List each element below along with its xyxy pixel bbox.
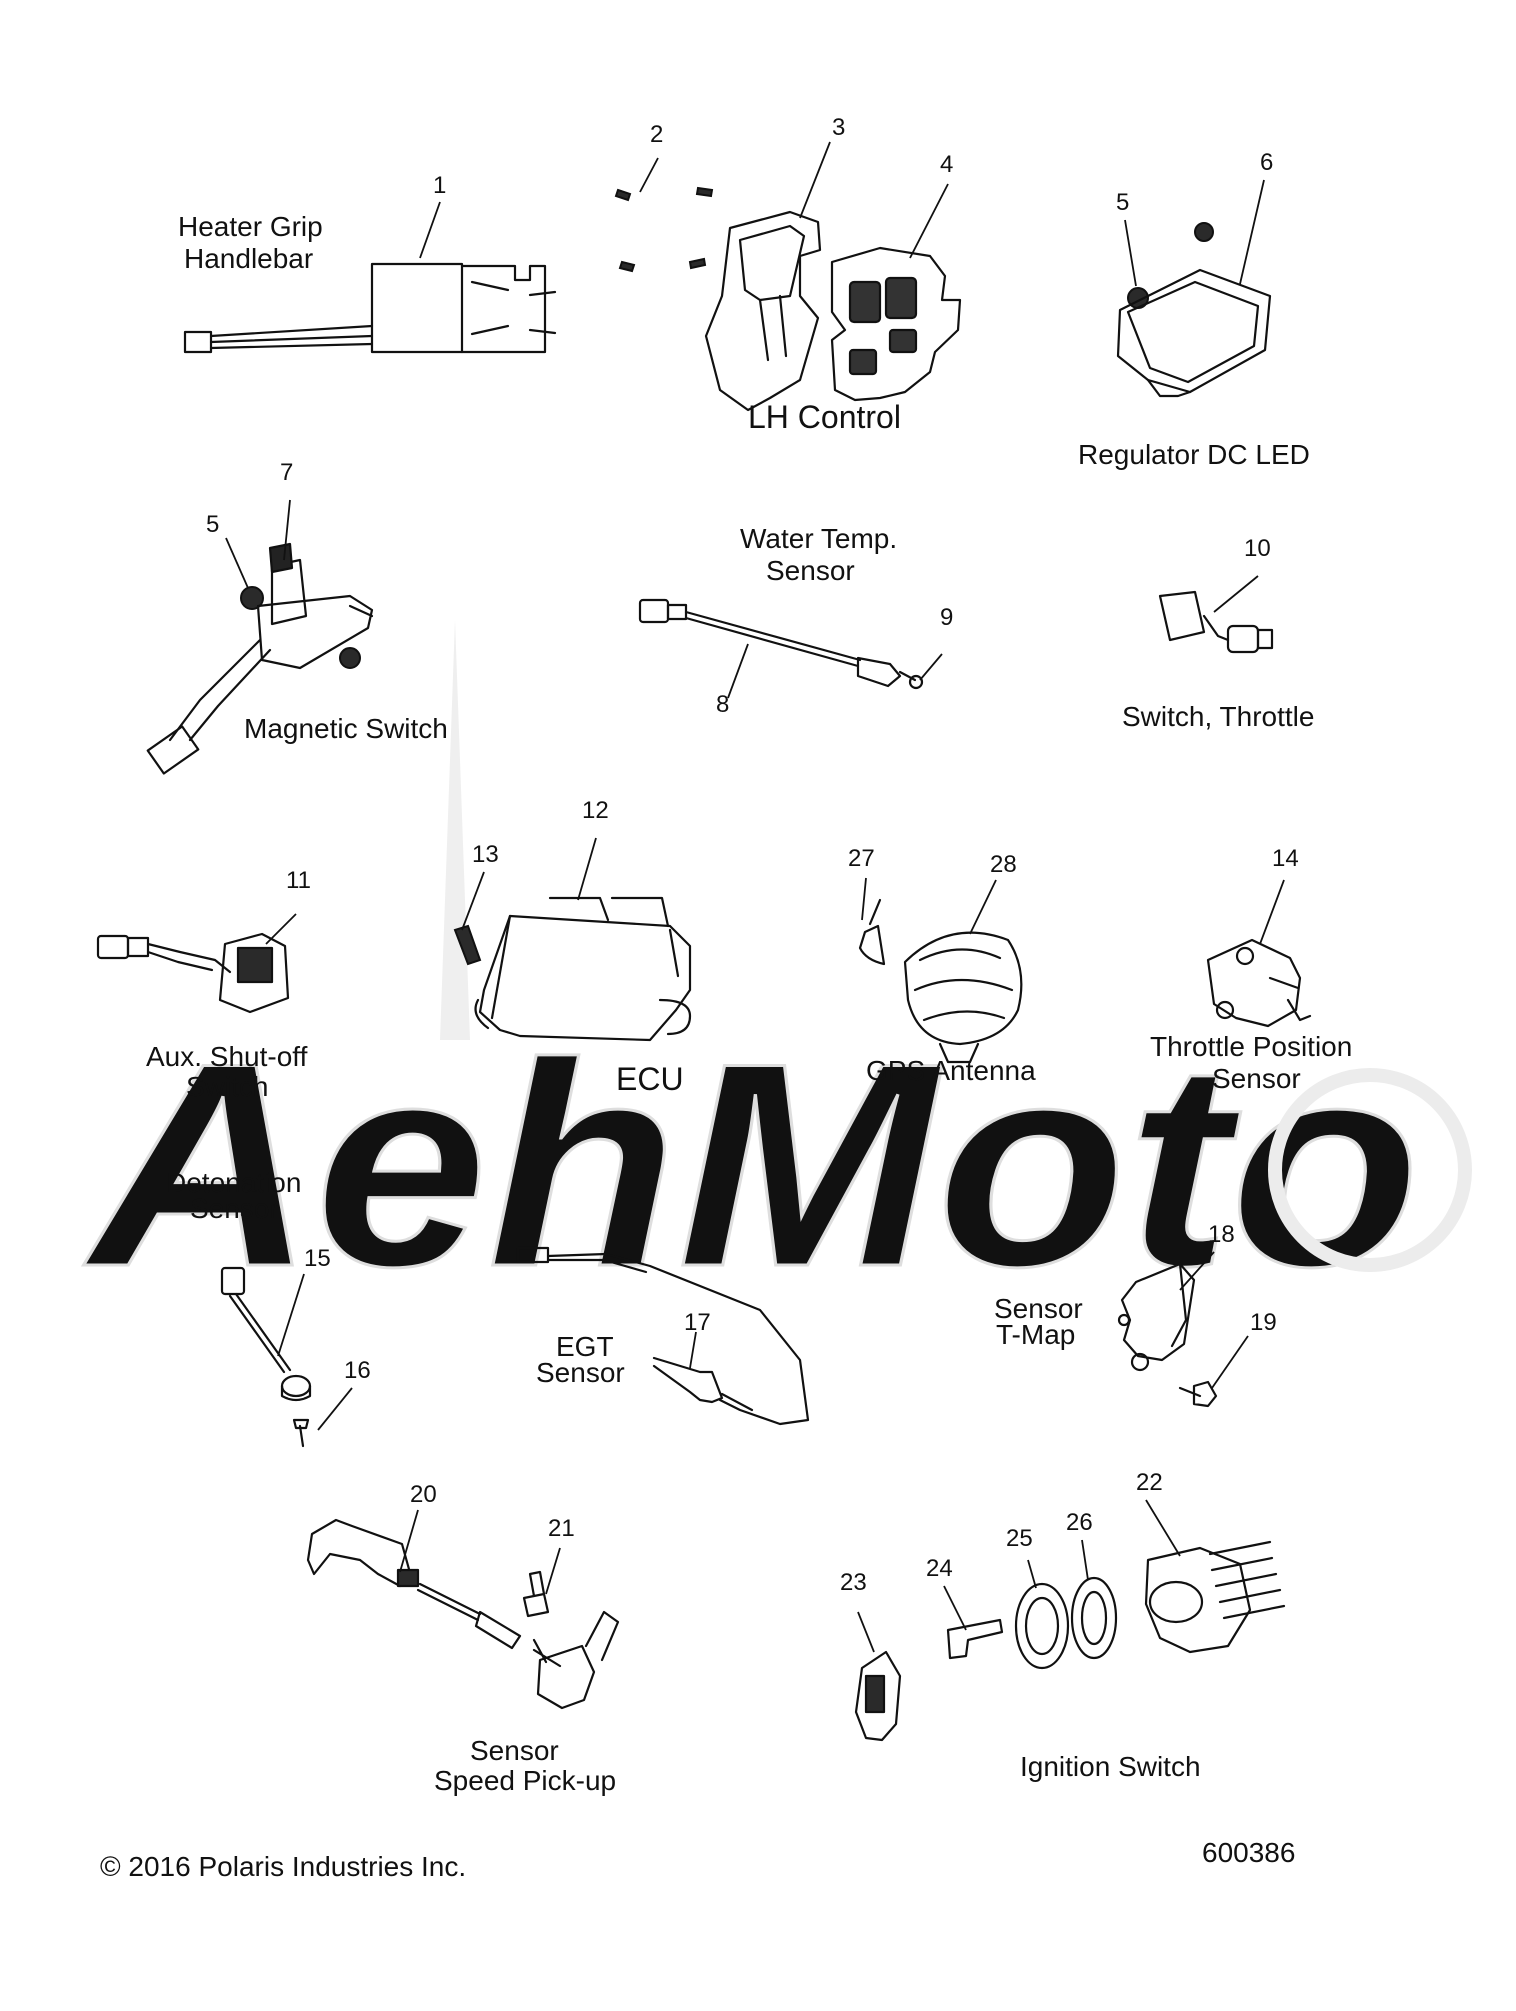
label-tmap-1: Sensor: [994, 1293, 1083, 1324]
label-ecu: ECU: [616, 1061, 684, 1097]
magnetic-switch-part: [146, 542, 374, 775]
callout-23: 23: [840, 1569, 867, 1596]
callout-18: 18: [1208, 1221, 1235, 1248]
callout-27: 27: [848, 845, 875, 872]
label-regulator: Regulator DC LED: [1078, 439, 1310, 470]
label-gps: GPS Antenna: [866, 1055, 1036, 1086]
callout-20: 20: [410, 1481, 437, 1508]
part-labels: Heater Grip Handlebar LH Control Regulat…: [146, 211, 1352, 1796]
throttle-switch-part: [1158, 590, 1274, 654]
figure-id: 600386: [1202, 1837, 1295, 1868]
callout-5a: 5: [1116, 189, 1129, 216]
callout-13: 13: [472, 841, 499, 868]
label-tps-1: Throttle Position: [1150, 1031, 1352, 1062]
callout-12: 12: [582, 797, 609, 824]
label-speed-pickup-1: Sensor: [470, 1735, 559, 1766]
label-egt-1: EGT: [556, 1331, 614, 1362]
water-temp-sensor-part: [638, 598, 924, 690]
label-switch-throttle: Switch, Throttle: [1122, 701, 1314, 732]
speed-pickup-part: [306, 1518, 620, 1710]
callout-numbers: 1 2 3 4 5 6 5 7 8 9 10 11 12 13 27 28 14…: [206, 114, 1299, 1596]
tmap-sensor-part: [1117, 1262, 1218, 1408]
callout-4: 4: [940, 151, 953, 178]
tps-part: [1206, 938, 1312, 1028]
callout-14: 14: [1272, 845, 1299, 872]
callout-8: 8: [716, 691, 729, 718]
label-water-temp-1: Water Temp.: [740, 523, 897, 554]
callout-17: 17: [684, 1309, 711, 1336]
copyright-text: © 2016 Polaris Industries Inc.: [100, 1851, 466, 1882]
ignition-switch-part: [854, 1540, 1286, 1742]
label-detonation-2: Sensor: [190, 1193, 279, 1224]
aux-shutoff-switch-part: [96, 932, 290, 1014]
label-speed-pickup-2: Speed Pick-up: [434, 1765, 616, 1796]
callout-28: 28: [990, 851, 1017, 878]
label-heater-grip-1: Heater Grip: [178, 211, 323, 242]
label-tps-2: Sensor: [1212, 1063, 1301, 1094]
detonation-sensor-part: [220, 1266, 312, 1448]
callout-21: 21: [548, 1515, 575, 1542]
label-ignition: Ignition Switch: [1020, 1751, 1201, 1782]
callout-2: 2: [650, 121, 663, 148]
callout-26: 26: [1066, 1509, 1093, 1536]
callout-16: 16: [344, 1357, 371, 1384]
regulator-part: [1116, 222, 1272, 398]
callout-15: 15: [304, 1245, 331, 1272]
label-egt-2: Sensor: [536, 1357, 625, 1388]
callout-3: 3: [832, 114, 845, 141]
watermark-text: AehMoto: [80, 1003, 1420, 1327]
leader-lines: [225, 141, 1285, 1653]
egt-sensor-part: [516, 1246, 810, 1426]
label-water-temp-2: Sensor: [766, 555, 855, 586]
callout-22: 22: [1136, 1469, 1163, 1496]
label-lh-control: LH Control: [748, 399, 901, 435]
label-heater-grip-2: Handlebar: [184, 243, 313, 274]
callout-9: 9: [940, 604, 953, 631]
callout-5b: 5: [206, 511, 219, 538]
lh-control-part: [614, 186, 962, 412]
callout-6: 6: [1260, 149, 1273, 176]
label-aux-shutoff-2: Switch: [186, 1071, 268, 1102]
heater-grip-part: [183, 262, 557, 354]
callout-7: 7: [280, 459, 293, 486]
label-tmap-2: T-Map: [996, 1319, 1075, 1350]
gps-antenna-part: [858, 898, 1023, 1064]
callout-25: 25: [1006, 1525, 1033, 1552]
label-detonation-1: Detonation: [166, 1167, 301, 1198]
callout-19: 19: [1250, 1309, 1277, 1336]
callout-24: 24: [926, 1555, 953, 1582]
callout-10: 10: [1244, 535, 1271, 562]
callout-11: 11: [286, 867, 311, 894]
label-aux-shutoff-1: Aux. Shut-off: [146, 1041, 308, 1072]
label-magnetic-switch: Magnetic Switch: [244, 713, 448, 744]
watermark: AehMoto: [79, 620, 1472, 1329]
footer: © 2016 Polaris Industries Inc. 600386: [100, 1837, 1295, 1882]
callout-1: 1: [433, 172, 446, 199]
